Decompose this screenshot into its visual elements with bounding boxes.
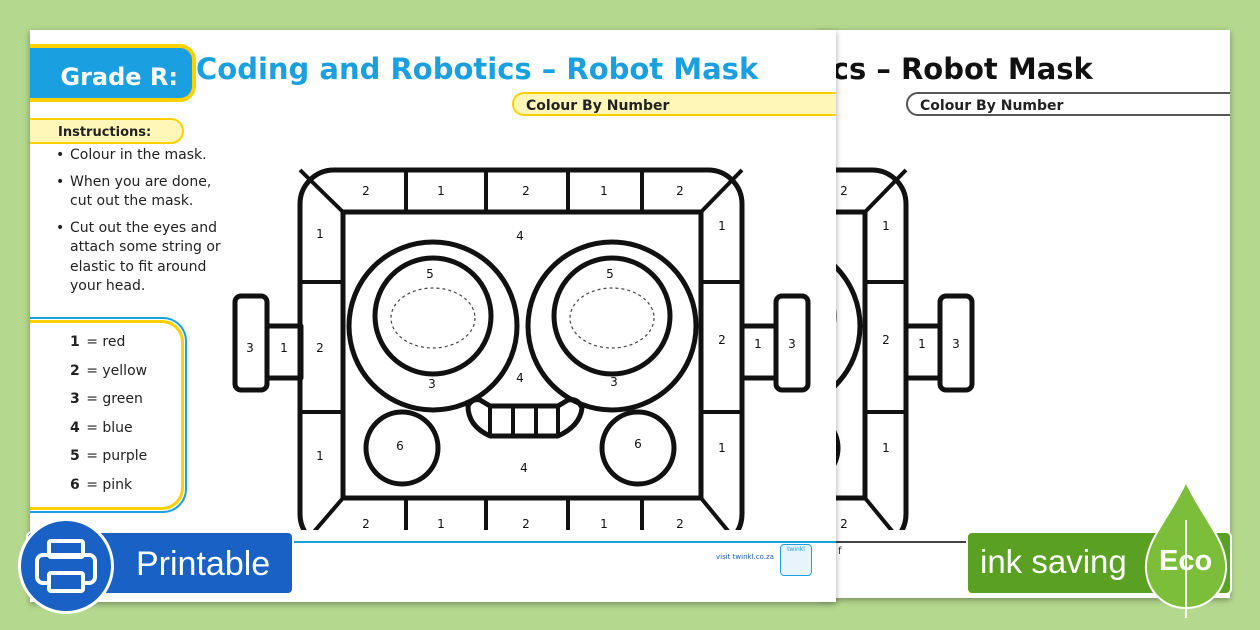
mask-number: 2 (522, 184, 530, 198)
mask-number: 5 (606, 267, 614, 281)
back-title: tics – Robot Mask (818, 52, 1093, 86)
footer-url[interactable]: visit twinkl.co.za (716, 553, 774, 561)
frame-corner (699, 168, 744, 214)
mask-number: 1 (754, 337, 762, 351)
key-item: 2 = yellow (70, 362, 148, 379)
mask-number: 1 (882, 219, 890, 233)
mask-frame (818, 167, 909, 530)
key-item: 1 = red (70, 334, 126, 350)
twinkl-logo: twinkl (780, 544, 812, 576)
colour-key: 1 = red 2 = yellow 3 = green 4 = blue 5 … (70, 334, 147, 505)
mask-number: 1 (600, 517, 608, 530)
instruction-item: When you are done, cut out the mask. (56, 173, 226, 212)
mask-number: 2 (362, 517, 370, 530)
mask-number: 1 (882, 441, 890, 455)
mask-number: 2 (676, 184, 684, 198)
cheek-left (363, 409, 441, 487)
mask-number: 1 (280, 341, 288, 355)
mask-number: 2 (676, 517, 684, 530)
eco-leaf-icon (1144, 480, 1228, 618)
mask-number: 3 (428, 377, 436, 391)
mask-number: 2 (882, 333, 890, 347)
mask-number: 1 (918, 337, 926, 351)
instructions-heading: Instructions: (30, 118, 184, 144)
mask-face (340, 209, 704, 501)
worksheet-preview-back: tics – Robot Mask Colour By Number 2 1 2 1 2… (818, 30, 1230, 598)
mask-face (818, 209, 868, 501)
robot-mask: 2 1 2 1 2 2 1 2 1 2 1 2 1 1 2 1 3 1 1 3 4 4 4 5 5 3 3 6 6 (232, 167, 811, 530)
mask-number: 4 (516, 371, 524, 385)
instruction-item: Colour in the mask. (56, 146, 226, 166)
printable-label: Printable (136, 545, 271, 583)
mask-number: 4 (520, 461, 528, 475)
mask-number: 1 (437, 517, 445, 530)
cheek-right (818, 412, 841, 484)
ink-saving-label: ink saving (980, 543, 1127, 580)
grade-badge: Grade R: (30, 44, 196, 102)
mask-number: 2 (840, 184, 848, 198)
mask-number: 1 (437, 184, 445, 198)
mouth (465, 397, 585, 439)
footer-line (30, 541, 836, 543)
eye-ring (372, 255, 494, 377)
key-item: 4 = blue (70, 419, 133, 436)
eye-outer (525, 239, 699, 413)
mask-number: 2 (718, 333, 726, 347)
frame-corner (298, 168, 345, 214)
cheek-right (599, 409, 677, 487)
mask-number: 3 (610, 375, 618, 389)
eye-outer (818, 250, 863, 402)
mask-number: 2 (840, 517, 848, 530)
mask-number: 5 (426, 267, 434, 281)
key-box-border (30, 317, 187, 513)
back-footer-mark: f (838, 546, 842, 557)
colour-key-box (30, 320, 184, 510)
page-title: Coding and Robotics – Robot Mask (196, 52, 759, 86)
mask-number: 1 (316, 227, 324, 241)
frame-corner (312, 496, 345, 530)
ear-right-inner (903, 323, 943, 381)
eye-cutout (569, 287, 655, 349)
frame-corner (863, 496, 894, 530)
instruction-item: Cut out the eyes and attach some string … (56, 219, 226, 297)
mask-frame (297, 167, 745, 530)
mask-number: 2 (362, 184, 370, 198)
mask-number: 1 (600, 184, 608, 198)
instructions-list: Colour in the mask. When you are done, c… (56, 146, 226, 304)
frame-corner (863, 168, 908, 214)
subtitle: Colour By Number (512, 92, 836, 116)
eye-outer (346, 239, 520, 413)
mask-number: 1 (718, 219, 726, 233)
frame-corner (699, 496, 730, 530)
eye-cutout (390, 287, 476, 349)
mask-number: 6 (634, 437, 642, 451)
mask-number: 3 (788, 337, 796, 351)
mask-number: 3 (246, 341, 254, 355)
eye-ring (551, 255, 673, 377)
printer-icon (35, 539, 97, 593)
mask-number: 2 (522, 517, 530, 530)
printer-icon-circle (18, 518, 114, 614)
key-item: 5 = purple (70, 448, 148, 464)
back-subtitle: Colour By Number (906, 92, 1230, 116)
mask-number: 4 (516, 229, 524, 243)
key-item: 3 = green (70, 391, 143, 407)
mask-number: 6 (396, 439, 404, 453)
mask-number: 1 (316, 449, 324, 463)
ear-right-inner (739, 323, 779, 381)
worksheet-preview-front: Grade R: Coding and Robotics – Robot Mas… (30, 30, 836, 602)
key-item: 6 = pink (70, 476, 133, 493)
eco-label: Eco (1159, 545, 1213, 577)
mask-number: 3 (952, 337, 960, 351)
mask-number: 2 (316, 341, 324, 355)
mask-number: 1 (718, 441, 726, 455)
